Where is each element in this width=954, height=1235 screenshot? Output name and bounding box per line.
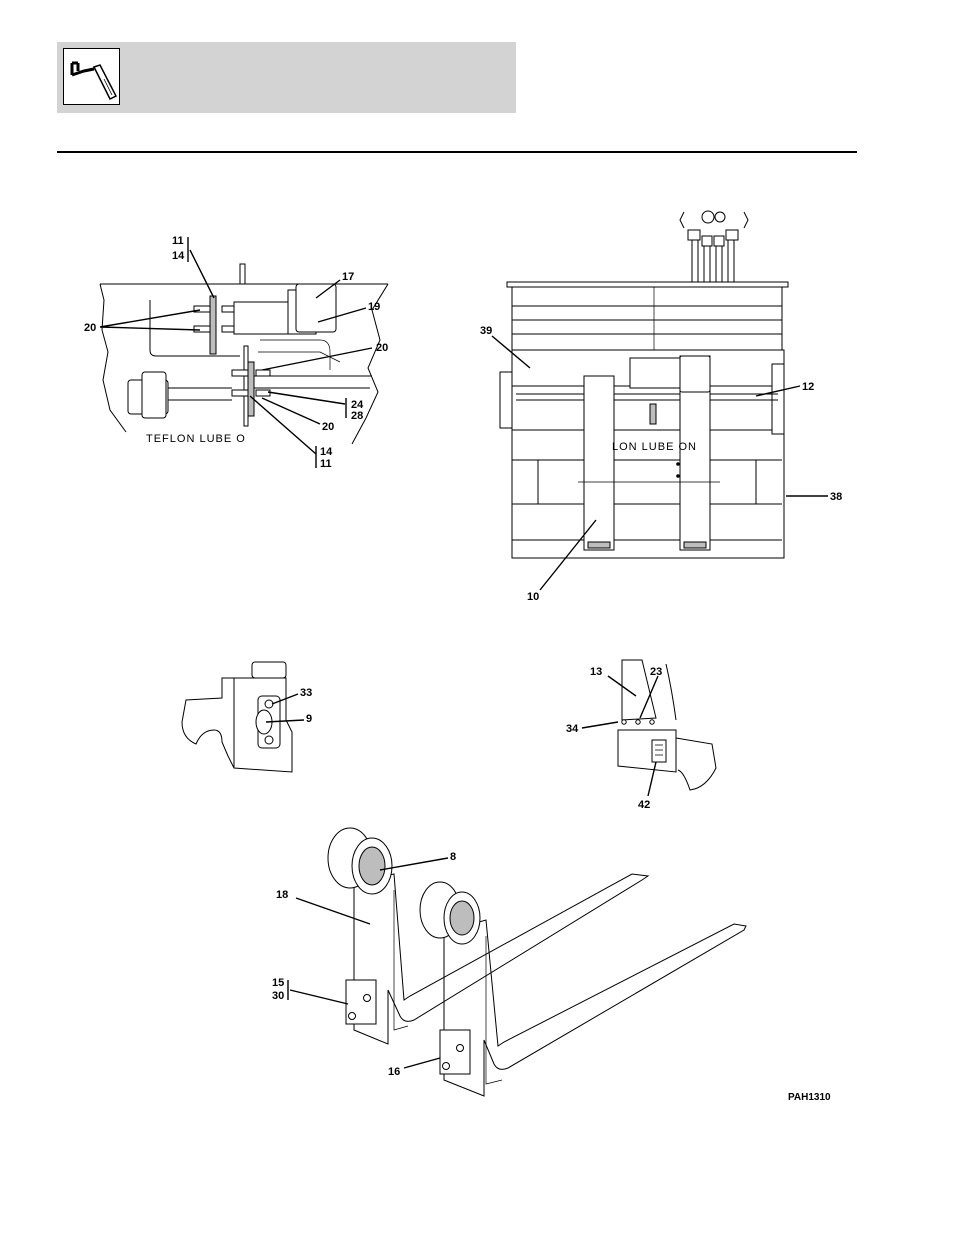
detail-middle-left: 33 9 <box>182 662 312 772</box>
callout-14-lower: 14 <box>320 446 333 458</box>
callout-20-upper-right: 20 <box>376 342 388 354</box>
callout-14: 14 <box>172 250 185 262</box>
figure-id: PAH1310 <box>788 1092 831 1103</box>
callout-20-lower: 20 <box>322 421 334 433</box>
detail-middle-right: 13 23 34 42 <box>566 660 716 811</box>
callout-30: 30 <box>272 990 284 1002</box>
callout-33: 33 <box>300 687 312 699</box>
callout-19: 19 <box>368 301 380 313</box>
callout-9: 9 <box>306 713 312 725</box>
callout-15: 15 <box>272 977 284 989</box>
stencil-teflon-right: LON LUBE ON <box>612 441 697 453</box>
detail-bottom-forks: 8 18 15 30 16 <box>272 828 746 1096</box>
callout-28: 28 <box>351 410 363 422</box>
callout-18: 18 <box>276 889 288 901</box>
callout-42: 42 <box>638 799 650 811</box>
callout-11: 11 <box>172 235 184 247</box>
detail-top-right: LON LUBE ON 39 12 38 10 <box>480 211 842 603</box>
detail-top-left: TEFLON LUBE O 11 14 20 17 19 20 24 28 20… <box>84 235 388 470</box>
stencil-teflon-left: TEFLON LUBE O <box>146 433 246 445</box>
callout-11-lower: 11 <box>320 458 332 470</box>
callout-38: 38 <box>830 491 842 503</box>
callout-34: 34 <box>566 723 579 735</box>
callout-8: 8 <box>450 851 456 863</box>
callout-16: 16 <box>388 1066 400 1078</box>
callout-13: 13 <box>590 666 602 678</box>
callout-39: 39 <box>480 325 492 337</box>
callout-17: 17 <box>342 271 354 283</box>
callout-10: 10 <box>527 591 539 603</box>
callout-12: 12 <box>802 381 814 393</box>
callout-23: 23 <box>650 666 662 678</box>
callout-20-left: 20 <box>84 322 96 334</box>
